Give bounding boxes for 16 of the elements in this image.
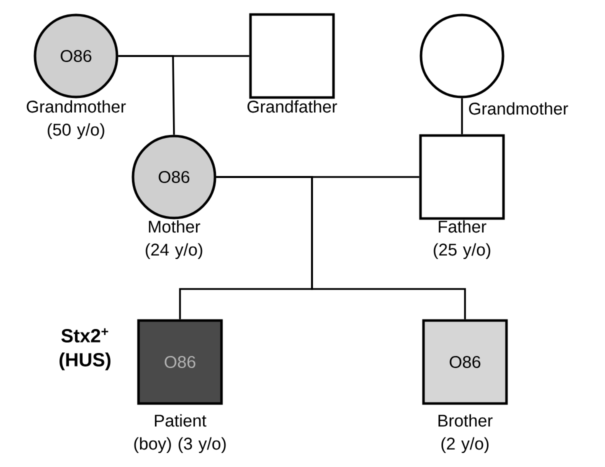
pedigree-square: O86 <box>422 319 508 405</box>
pedigree-square <box>419 134 505 220</box>
person-label: Mother (24 y/o) <box>146 220 202 260</box>
person-label: Patient (boy) (3 y/o) <box>134 414 226 454</box>
pedigree-line <box>461 98 463 134</box>
pedigree-square: O86 <box>137 319 223 405</box>
person-label: Brother (2 y/o) <box>438 414 493 454</box>
pedigree-circle <box>420 14 504 98</box>
person-label: Grandmother (50 y/o) <box>26 100 126 140</box>
person-label: Grandfather <box>248 100 338 113</box>
person-label: Grandmother <box>469 102 568 115</box>
pedigree-square <box>249 13 335 99</box>
person-label: Father (25 y/o) <box>434 220 490 260</box>
person-label: Stx2$^{+}$ (HUS) <box>60 328 110 370</box>
pedigree-line <box>118 55 175 135</box>
pedigree-line <box>216 176 466 320</box>
